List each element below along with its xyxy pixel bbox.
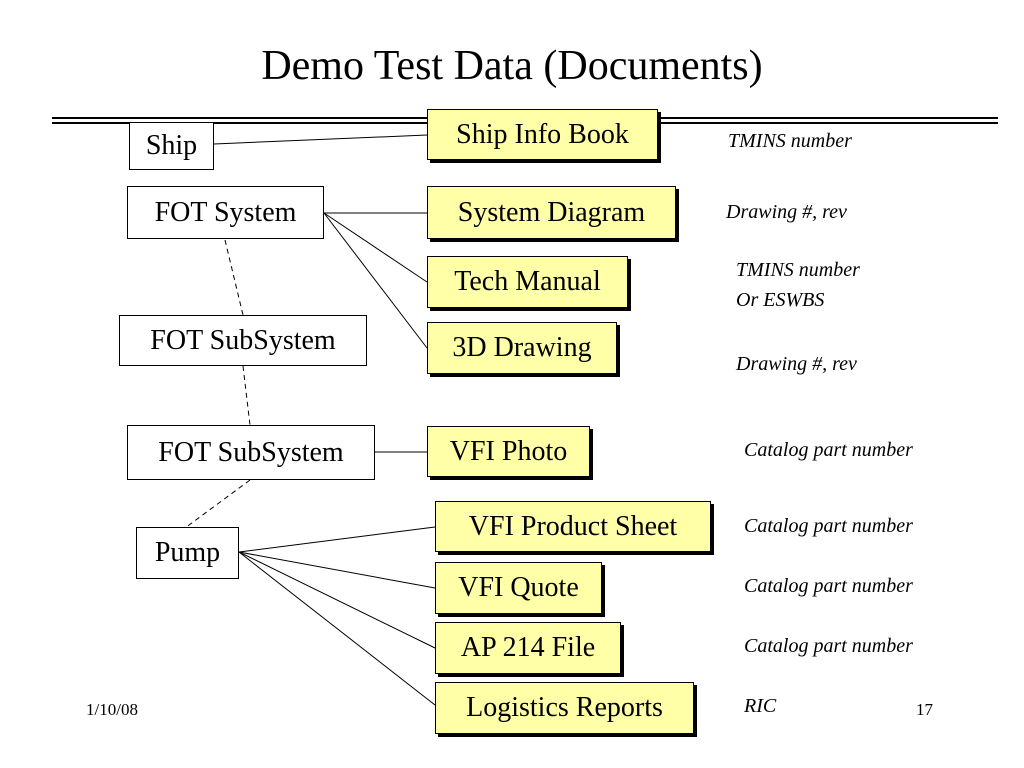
note-vfi-product-sheet: Catalog part number xyxy=(744,515,913,537)
connector-logistics xyxy=(238,551,436,706)
doc-ship-info-book: Ship Info Book xyxy=(427,109,658,160)
hierarchy-dash-subsystem-subsystem xyxy=(242,365,251,426)
doc-tech-manual: Tech Manual xyxy=(427,256,628,308)
entity-fot-system: FOT System xyxy=(127,186,324,239)
doc-logistics-reports: Logistics Reports xyxy=(435,682,694,734)
footer-page-number: 17 xyxy=(916,700,933,719)
connector-ship-infobook xyxy=(213,134,428,145)
footer-date: 1/10/08 xyxy=(86,700,138,719)
note-3d-drawing: Drawing #, rev xyxy=(736,353,857,375)
connector-vfi-quote xyxy=(238,551,436,589)
doc-vfi-photo: VFI Photo xyxy=(427,426,590,477)
connector-ap214 xyxy=(238,551,436,649)
hierarchy-dash-subsystem-pump xyxy=(184,479,251,529)
doc-ap214-file: AP 214 File xyxy=(435,622,621,674)
hierarchy-dash-system-subsystem xyxy=(224,239,244,316)
note-ap214-file: Catalog part number xyxy=(744,635,913,657)
doc-3d-drawing: 3D Drawing xyxy=(427,322,617,374)
doc-vfi-product-sheet: VFI Product Sheet xyxy=(435,501,711,552)
connector-vfi-product-sheet xyxy=(238,526,436,553)
entity-fot-subsystem-2: FOT SubSystem xyxy=(127,425,375,480)
connector-3d-drawing xyxy=(323,212,428,349)
note-vfi-quote: Catalog part number xyxy=(744,575,913,597)
doc-vfi-quote: VFI Quote xyxy=(435,562,602,614)
note-ship-info-book: TMINS number xyxy=(728,130,852,152)
entity-fot-subsystem-1: FOT SubSystem xyxy=(119,315,367,366)
note-vfi-photo: Catalog part number xyxy=(744,439,913,461)
connector-tech-manual xyxy=(323,212,428,283)
entity-pump: Pump xyxy=(136,527,239,579)
slide-title: Demo Test Data (Documents) xyxy=(261,43,763,89)
note-tech-manual-line1: TMINS number xyxy=(736,259,860,281)
entity-ship: Ship xyxy=(129,122,214,170)
note-logistics-reports: RIC xyxy=(744,695,777,717)
doc-system-diagram: System Diagram xyxy=(427,186,676,239)
note-tech-manual-line2: Or ESWBS xyxy=(736,289,825,311)
note-system-diagram: Drawing #, rev xyxy=(726,201,847,223)
